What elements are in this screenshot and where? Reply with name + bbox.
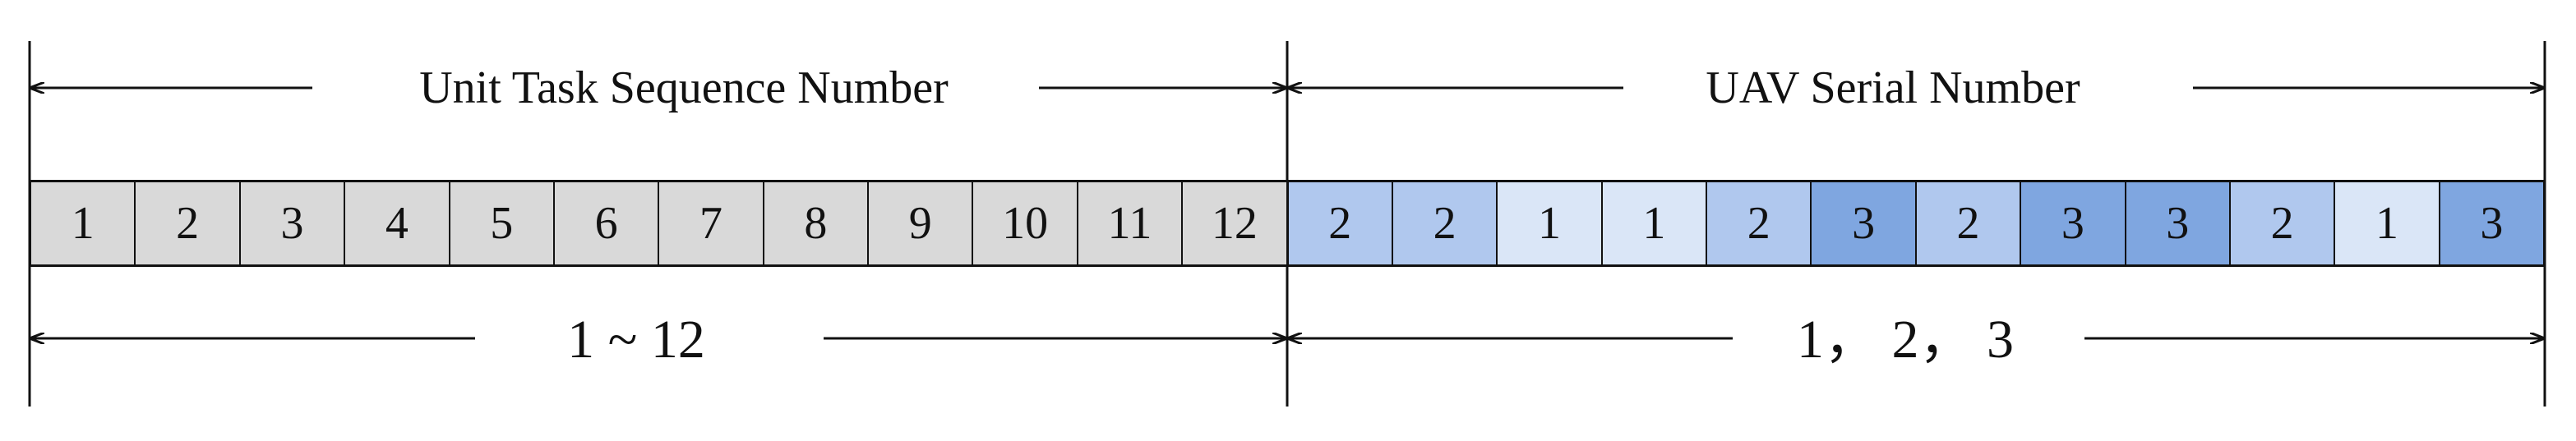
task-sequence-cell: 2: [134, 182, 239, 264]
uav-serial-cell: 3: [2438, 182, 2545, 264]
task-sequence-cell: 4: [344, 182, 449, 264]
task-sequence-cell: 10: [972, 182, 1077, 264]
task-section-title: Unit Task Sequence Number: [411, 65, 957, 111]
uav-range-label: 1， 2， 3: [1789, 313, 2022, 367]
uav-serial-cell: 3: [2124, 182, 2229, 264]
uav-serial-cell: 1: [2334, 182, 2439, 264]
task-sequence-cell: 12: [1181, 182, 1286, 264]
uav-serial-cell: 2: [1706, 182, 1811, 264]
uav-serial-cell: 1: [1600, 182, 1706, 264]
uav-serial-cell: 3: [1810, 182, 1915, 264]
uav-serial-cell: 2: [1914, 182, 2020, 264]
uav-serial-cell: 3: [2020, 182, 2125, 264]
uav-serial-cell: 1: [1496, 182, 1601, 264]
task-sequence-cell: 11: [1076, 182, 1182, 264]
task-sequence-cell: 1: [30, 182, 135, 264]
task-range-label: 1 ~ 12: [559, 313, 713, 367]
uav-serial-cell: 2: [1391, 182, 1497, 264]
task-sequence-cell: 5: [448, 182, 553, 264]
task-sequence-cell: 6: [552, 182, 658, 264]
uav-serial-cell: 2: [2228, 182, 2334, 264]
uav-section-title: UAV Serial Number: [1697, 65, 2089, 111]
task-sequence-cell: 7: [658, 182, 763, 264]
task-sequence-cell: 9: [867, 182, 972, 264]
task-sequence-cell: 8: [762, 182, 867, 264]
task-sequence-cell: 3: [238, 182, 344, 264]
uav-serial-cell: 2: [1286, 182, 1392, 264]
